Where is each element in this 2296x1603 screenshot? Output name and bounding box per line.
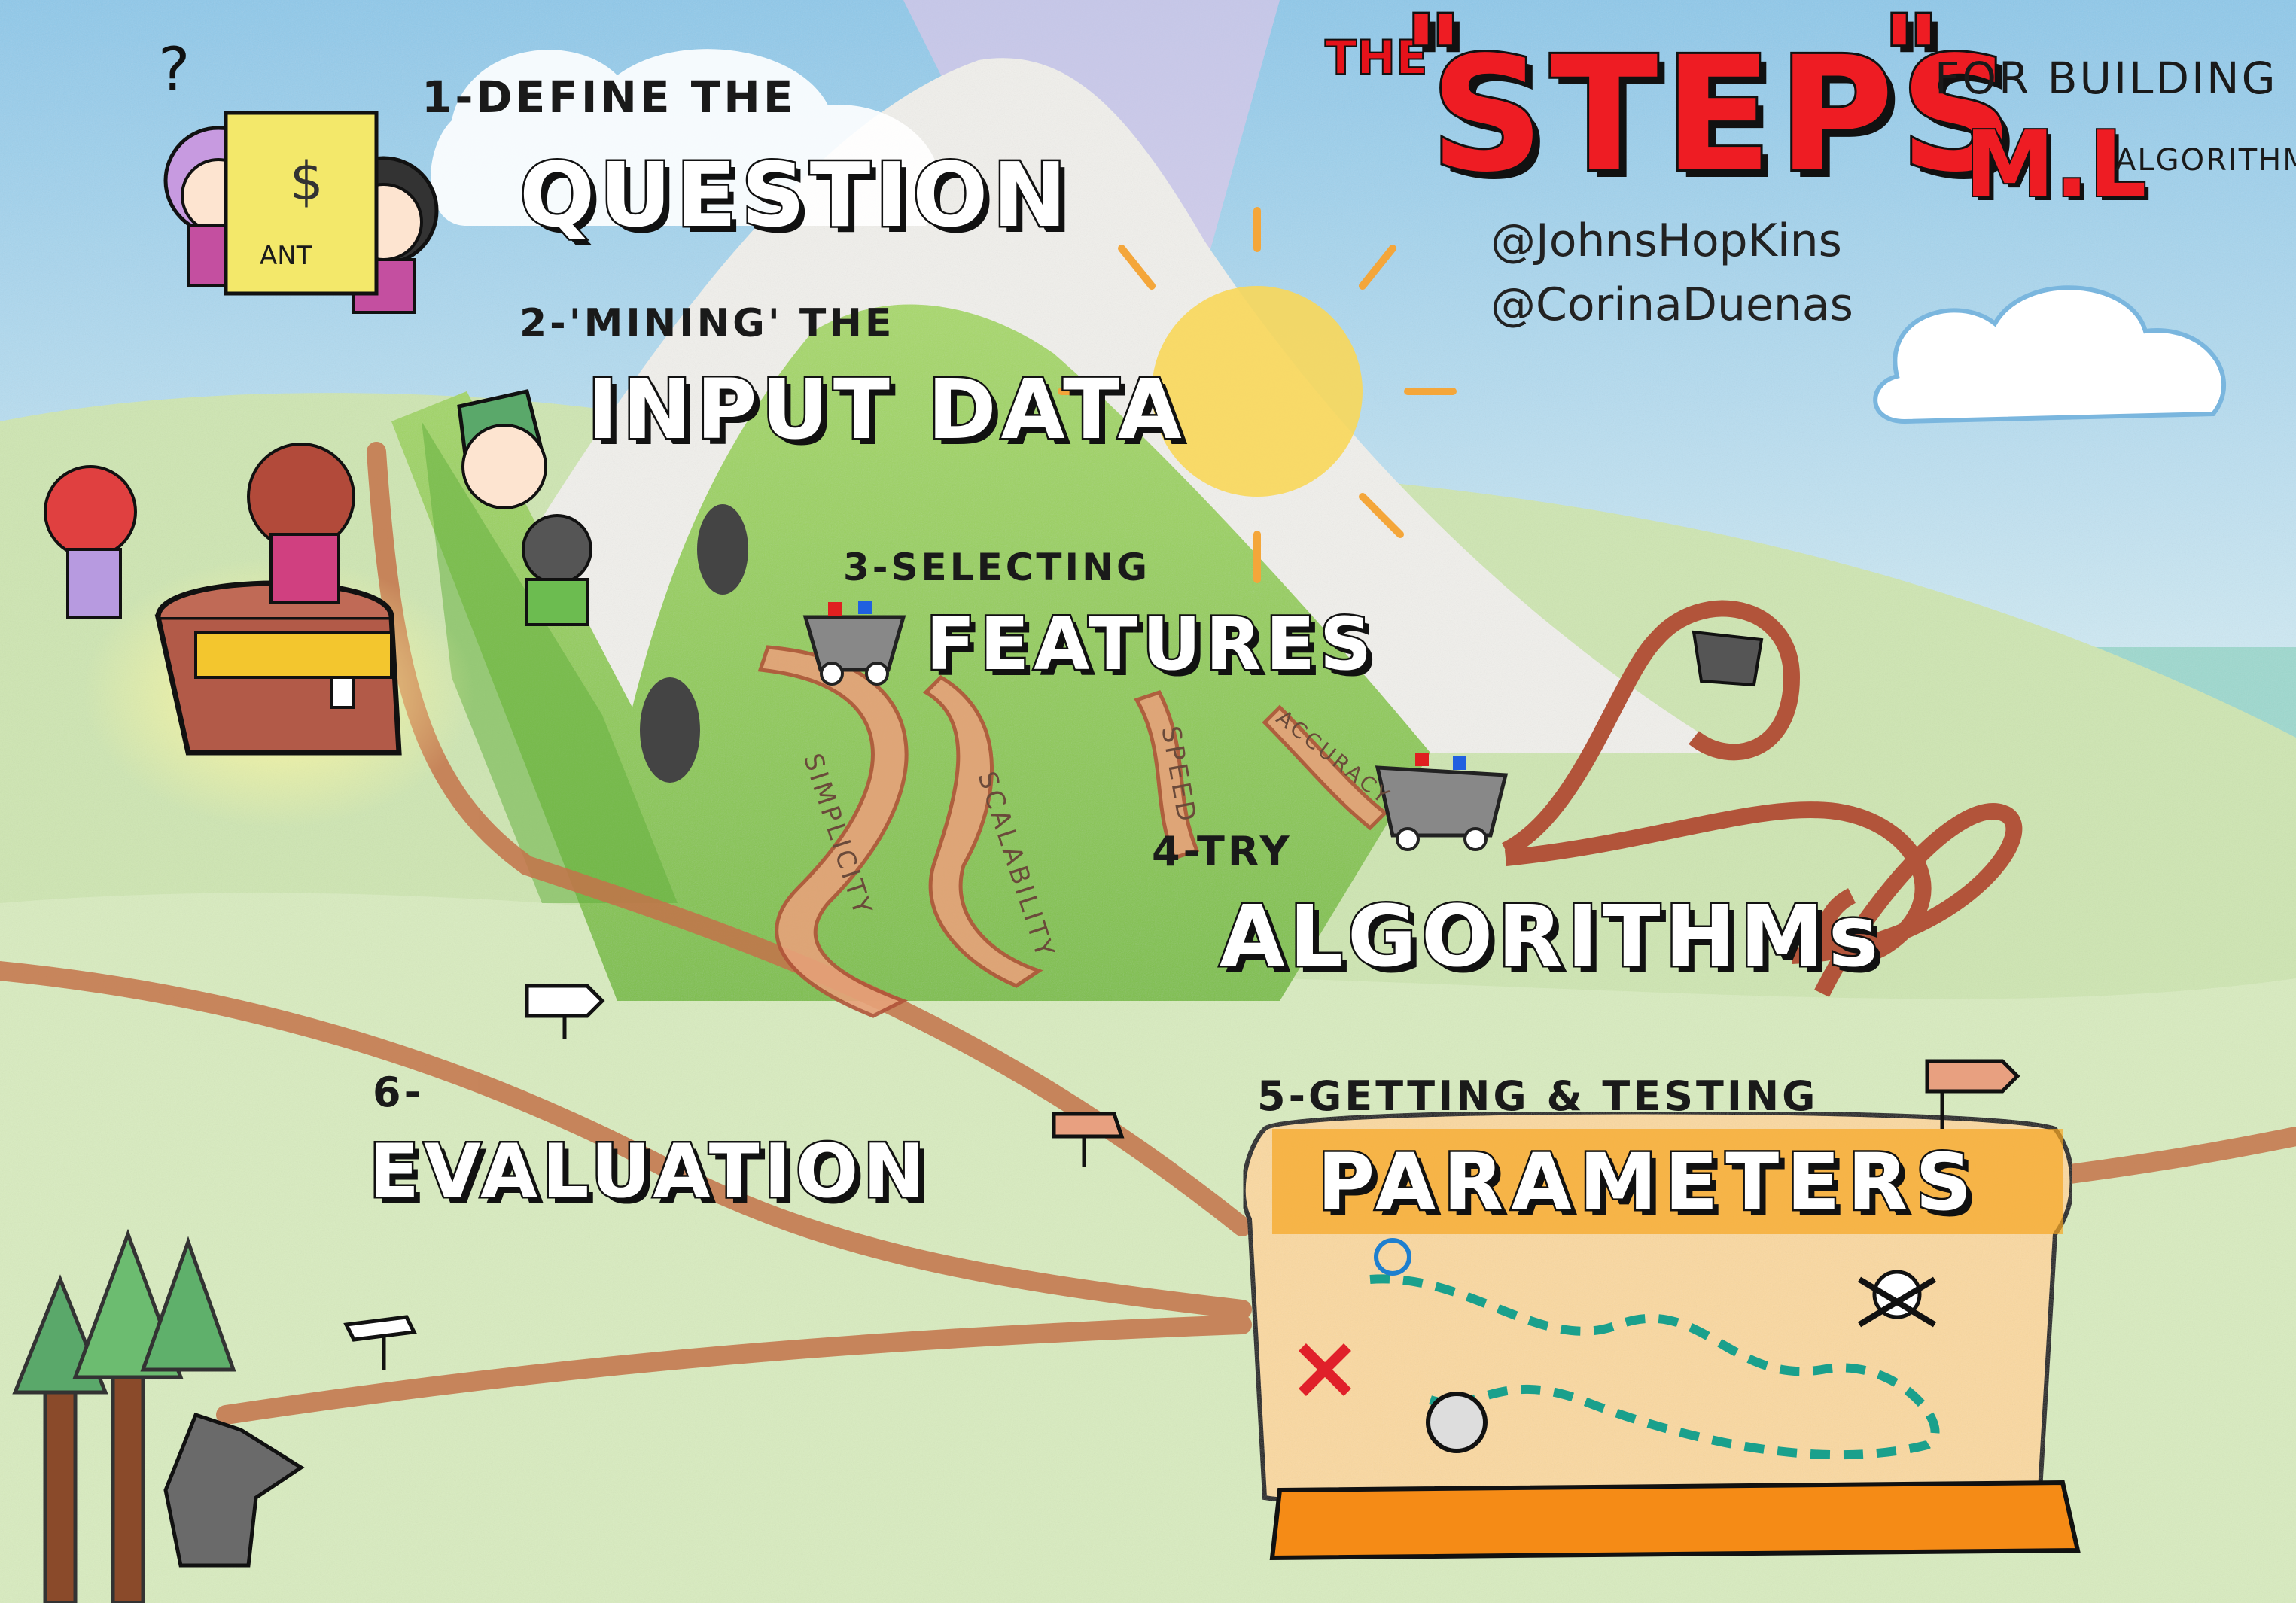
map-x-mark	[1299, 1343, 1351, 1396]
forest	[12, 1228, 236, 1603]
credit-handle-1: @JohnsHopKins	[1491, 214, 1842, 267]
step-1-number: 1-DEFINE THE	[422, 71, 796, 123]
step-2-title: INPUT DATA	[586, 360, 1186, 460]
wolf-icon	[163, 1412, 305, 1568]
step-3-number: 3-SELECTING	[843, 546, 1151, 589]
signpost-icon	[343, 984, 2020, 1370]
title-ml: M.L	[1963, 111, 2148, 219]
cloud-icon	[1873, 285, 2227, 424]
step-6-title: EVALUATION	[367, 1127, 930, 1217]
mine-tunnel-lower	[640, 677, 700, 783]
question-icon: ?	[158, 35, 190, 105]
step-4-title: ALGORITHMs	[1217, 887, 1883, 988]
map-compass	[1426, 1392, 1488, 1453]
character-brown-hair	[247, 443, 355, 604]
step-4-number: 4-TRY	[1152, 828, 1293, 875]
mine-cart-icon	[802, 601, 906, 686]
roller-coaster-icon	[1501, 600, 2023, 997]
question-cloud	[431, 49, 941, 226]
hill-shadow	[422, 421, 678, 903]
sun-icon	[1058, 207, 1457, 583]
mine-tunnel	[697, 504, 748, 595]
character-digger	[522, 514, 592, 626]
credit-handle-2: @CorinaDuenas	[1491, 278, 1853, 331]
step-2-number: 2-'MINING' THE	[519, 301, 895, 346]
svg-text:?: ?	[158, 35, 190, 105]
mine-cart-lower	[1375, 753, 1509, 851]
chart-board-currency: $	[290, 151, 324, 212]
step-3-title: FEATURES	[924, 601, 1377, 689]
treasure-chest-icon	[83, 557, 474, 828]
chart-board	[224, 111, 379, 296]
title-prefix: THE	[1324, 29, 1429, 86]
feature-tracks	[757, 645, 1388, 1018]
title-main: STEPS	[1428, 20, 2020, 209]
step-5-number: 5-GETTING & TESTING	[1257, 1072, 1819, 1120]
title-algorithms: ALGORITHMS	[2115, 143, 2296, 178]
character-miner	[457, 389, 547, 509]
step-1-title: QUESTION	[517, 141, 1072, 249]
step-5-title: PARAMETERS	[1315, 1135, 1980, 1230]
title-for-building: FOR BUILDING	[1935, 53, 2278, 104]
skull-icon	[1857, 1270, 1937, 1328]
map-start	[1374, 1238, 1411, 1276]
character-red-hair	[44, 465, 137, 619]
treasure-map-icon	[1241, 1109, 2081, 1561]
title-close-quote: "	[1880, 0, 1947, 126]
chart-board-fragment: ANT	[260, 241, 312, 271]
coaster-cart	[1692, 630, 1764, 687]
title-open-quote: "	[1402, 0, 1469, 126]
step-6-number: 6-	[373, 1069, 424, 1116]
